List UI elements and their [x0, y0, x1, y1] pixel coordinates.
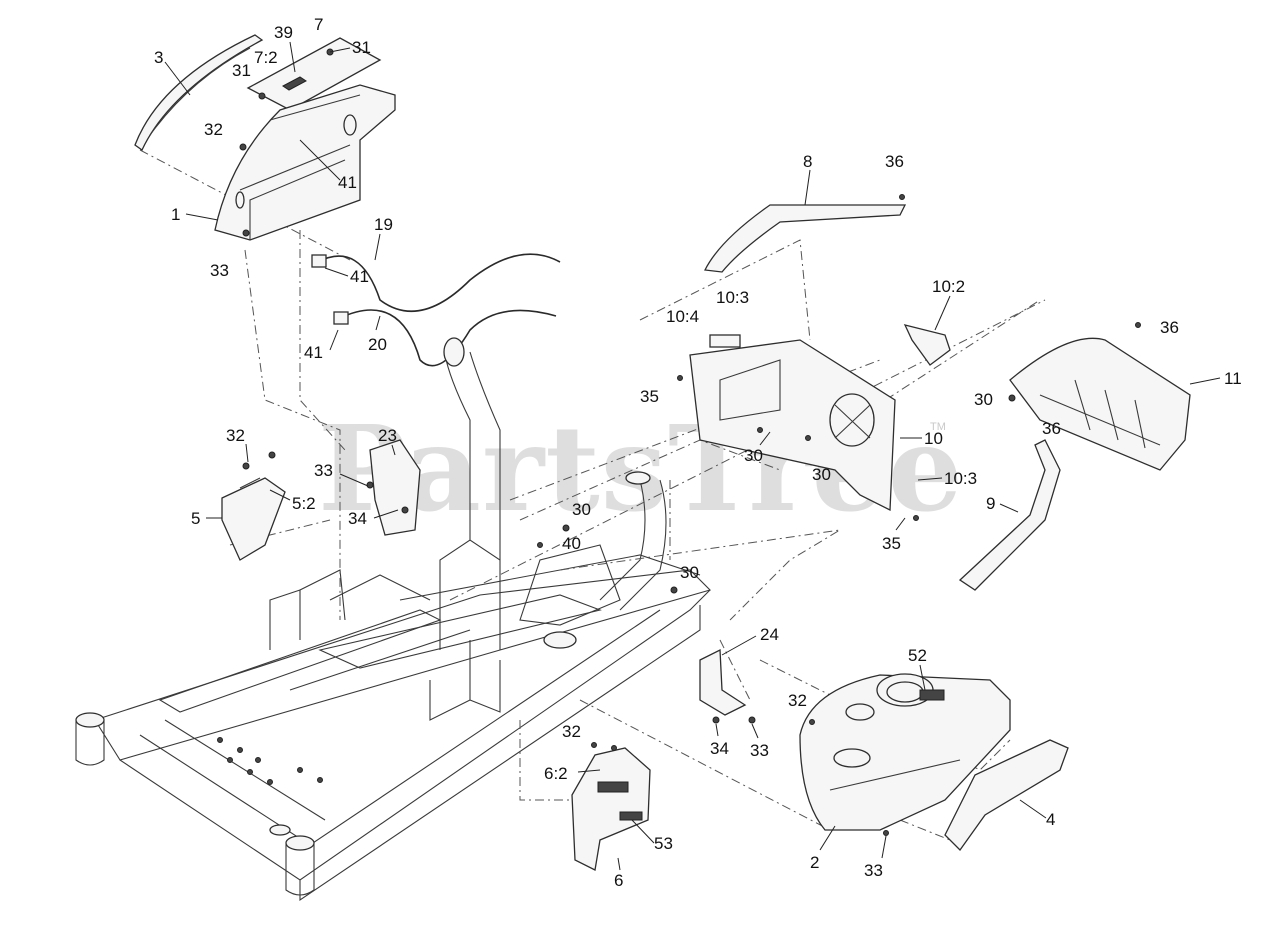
callout-32-b: 32: [226, 426, 245, 445]
callout-33-d: 33: [864, 861, 883, 880]
callout-20: 20: [368, 335, 387, 354]
callout-41-c: 41: [304, 343, 323, 362]
part-4-fender-trim: [944, 739, 1069, 852]
callout-35-b: 35: [882, 534, 901, 553]
part-10-2-handle: [903, 324, 951, 366]
callout-2: 2: [810, 853, 819, 872]
callout-24: 24: [760, 625, 779, 644]
fasteners: [239, 143, 1141, 836]
callout-1: 1: [171, 205, 180, 224]
frame-holes: [217, 737, 323, 785]
part-2-fender: [799, 673, 1011, 831]
callout-33-b: 33: [314, 461, 333, 480]
callout-53: 53: [654, 834, 673, 853]
callout-5-2: 5:2: [292, 494, 316, 513]
part-6-cover: [571, 747, 651, 871]
callout-34-b: 34: [710, 739, 729, 758]
part-10-seat-pan: [689, 334, 896, 512]
callout-3: 3: [154, 48, 163, 67]
callout-10-4: 10:4: [666, 307, 699, 326]
callout-30-c: 30: [812, 465, 831, 484]
callout-40: 40: [562, 534, 581, 553]
mower-frame: [75, 351, 712, 902]
callout-10: 10: [924, 429, 943, 448]
callout-32: 32: [204, 120, 223, 139]
watermark-trademark: TM: [930, 421, 946, 433]
callout-36: 36: [885, 152, 904, 171]
part-5-cover: [221, 451, 286, 561]
part-11-floor-plate: [1009, 337, 1191, 471]
callout-4: 4: [1046, 810, 1055, 829]
part-7-plate: [246, 37, 382, 111]
callout-7-2: 7:2: [254, 48, 278, 67]
callout-30-e: 30: [680, 563, 699, 582]
callout-9: 9: [986, 494, 995, 513]
callout-41: 41: [338, 173, 357, 192]
callout-10-2: 10:2: [932, 277, 965, 296]
callout-5: 5: [191, 509, 200, 528]
callout-32-c: 32: [788, 691, 807, 710]
callout-39: 39: [274, 23, 293, 42]
callout-31-b: 31: [232, 61, 251, 80]
callout-31: 31: [352, 38, 371, 57]
callout-36-b: 36: [1160, 318, 1179, 337]
callout-41-b: 41: [350, 267, 369, 286]
callout-6-2: 6:2: [544, 764, 568, 783]
cables: [311, 253, 561, 367]
callout-8: 8: [803, 152, 812, 171]
callout-6: 6: [614, 871, 623, 890]
callout-30: 30: [974, 390, 993, 409]
callout-52: 52: [908, 646, 927, 665]
part-1-console: [214, 84, 396, 241]
callout-32-d: 32: [562, 722, 581, 741]
callout-7: 7: [314, 15, 323, 34]
callout-35: 35: [640, 387, 659, 406]
callout-34: 34: [348, 509, 367, 528]
callout-labels: 3 39 7 31 7:2 31 32 41 1 33 19 41 20 41 …: [154, 15, 1242, 890]
callout-10-3-b: 10:3: [944, 469, 977, 488]
part-3-trim: [134, 34, 264, 151]
callout-11: 11: [1224, 369, 1242, 388]
callout-33: 33: [210, 261, 229, 280]
callout-19: 19: [374, 215, 393, 234]
part-24-bracket: [699, 648, 747, 716]
callout-10-3: 10:3: [716, 288, 749, 307]
part-23-bracket: [366, 439, 421, 536]
callout-36-c: 36: [1042, 419, 1061, 438]
callout-33-c: 33: [750, 741, 769, 760]
part-8-bracket: [704, 204, 907, 273]
part-9-bracket: [958, 439, 1061, 591]
callout-30-b: 30: [744, 446, 763, 465]
callout-30-d: 30: [572, 500, 591, 519]
callout-23: 23: [378, 426, 397, 445]
